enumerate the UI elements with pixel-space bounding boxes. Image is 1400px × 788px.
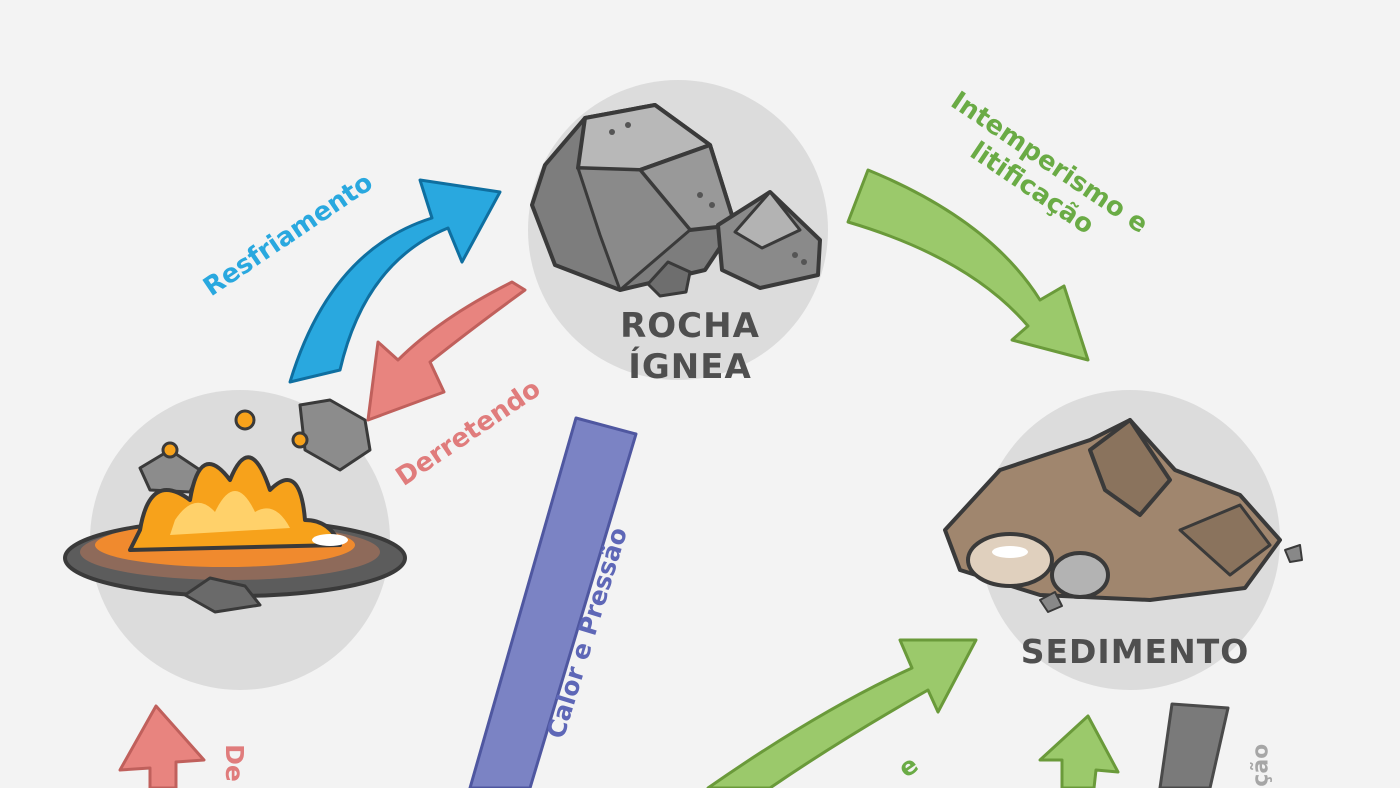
small-green-arrow [1038,714,1120,788]
weathering-arrow [846,168,1090,362]
cut-melting-label: De [219,744,249,782]
cooling-arrow [288,178,502,384]
igneous-rock-icon [530,103,822,298]
sediment-label: SEDIMENTO [990,632,1280,672]
gray-arrow [1158,702,1230,788]
melting-arrow [366,280,527,422]
igneous-label-line1: ROCHA [620,306,760,346]
sediment-label-text: SEDIMENTO [1020,632,1250,671]
magma-icon [63,398,407,614]
cut-gray-label: ção [1248,743,1274,787]
sediment-icon [943,418,1303,613]
heat-pressure-arrow [468,416,638,788]
lower-melting-arrow [118,704,206,788]
lower-weathering-arrow [706,638,978,788]
igneous-rock-label: ROCHA ÍGNEA [590,306,790,388]
igneous-label-line2: ÍGNEA [628,346,752,387]
